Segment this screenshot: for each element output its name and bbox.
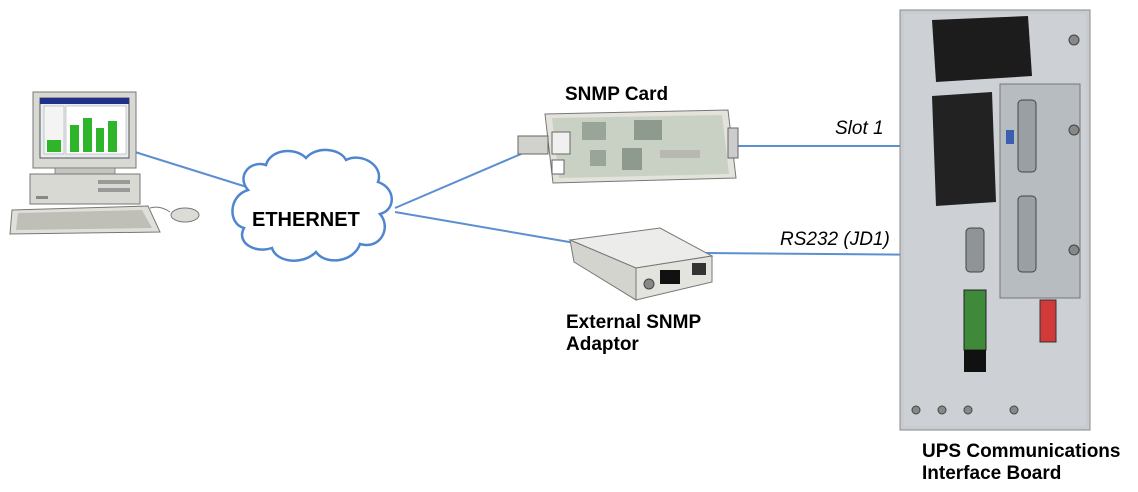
snmp-adaptor-icon: [568, 227, 714, 301]
network-cloud-icon: [231, 148, 393, 262]
ups-board-label-line1: UPS Communications: [922, 441, 1121, 462]
ethernet-label: ETHERNET: [252, 209, 360, 231]
external-adaptor-label-line2: Adaptor: [566, 334, 639, 355]
desktop-computer-icon: [9, 91, 200, 235]
snmp-card-label: SNMP Card: [565, 84, 669, 105]
link-ethernet-to-snmp-card: [394, 147, 536, 209]
link-computer-to-ethernet: [134, 151, 251, 189]
slot1-label: Slot 1: [835, 118, 884, 139]
external-adaptor-label-line1: External SNMP: [566, 312, 702, 333]
ups-interface-board-icon: [899, 9, 1091, 431]
snmp-card-icon: [517, 109, 739, 184]
rs232-label: RS232 (JD1): [780, 229, 890, 250]
ups-board-label-line2: Interface Board: [922, 463, 1062, 484]
external-adaptor-label: External SNMP Adaptor: [566, 312, 766, 356]
link-ethernet-to-adaptor: [394, 211, 576, 244]
ups-board-label: UPS Communications Interface Board: [922, 441, 1138, 485]
